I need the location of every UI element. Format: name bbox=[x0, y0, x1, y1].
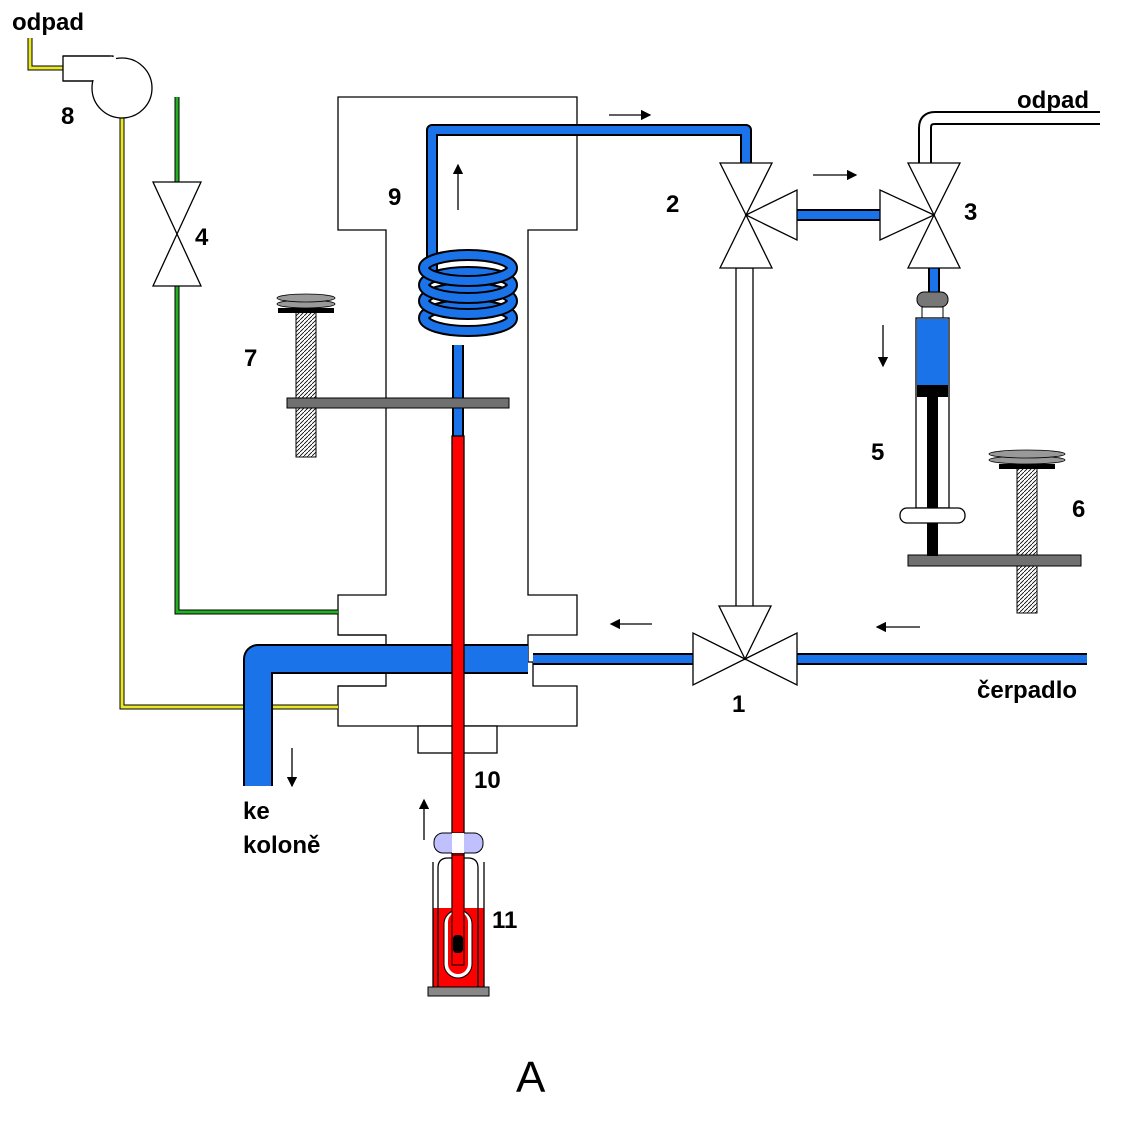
column-label-line2: koloně bbox=[243, 832, 320, 859]
screw-icon-7 bbox=[276, 293, 510, 458]
label-valve-4: 4 bbox=[195, 224, 209, 251]
label-vial-11: 11 bbox=[492, 907, 517, 934]
valve-icon-1 bbox=[692, 605, 798, 687]
blue-liquid-lines bbox=[243, 124, 1087, 786]
label-fan-8: 8 bbox=[61, 103, 74, 130]
label-syringe-5: 5 bbox=[871, 439, 884, 466]
vial-icon bbox=[427, 832, 490, 997]
yellow-gas-line bbox=[27, 38, 338, 710]
pump-label: čerpadlo bbox=[977, 677, 1077, 704]
label-valve-3: 3 bbox=[964, 199, 977, 226]
valve-icon-4 bbox=[151, 181, 203, 287]
green-gas-line bbox=[174, 97, 338, 615]
label-valve-2: 2 bbox=[666, 191, 679, 218]
screw-icon-6 bbox=[907, 449, 1082, 614]
waste-label-left: odpad bbox=[12, 9, 84, 36]
column-label-line1: ke bbox=[243, 798, 270, 825]
arrow-icon-group bbox=[286, 109, 920, 840]
label-screw-6: 6 bbox=[1072, 496, 1085, 523]
label-capillary-10: 10 bbox=[474, 767, 501, 794]
transfer-tube bbox=[735, 267, 754, 609]
valve-icon-2 bbox=[718, 162, 798, 269]
waste-label-right: odpad bbox=[1017, 87, 1089, 114]
label-screw-7: 7 bbox=[244, 345, 257, 372]
syringe-icon bbox=[899, 291, 966, 556]
label-valve-1: 1 bbox=[732, 691, 745, 718]
waste-tube-right bbox=[918, 111, 1100, 165]
label-coil-9: 9 bbox=[388, 184, 401, 211]
coil-icon bbox=[418, 249, 518, 337]
valve-icon-3 bbox=[879, 162, 962, 269]
fan-icon bbox=[62, 55, 153, 119]
figure-label: A bbox=[516, 1053, 546, 1102]
